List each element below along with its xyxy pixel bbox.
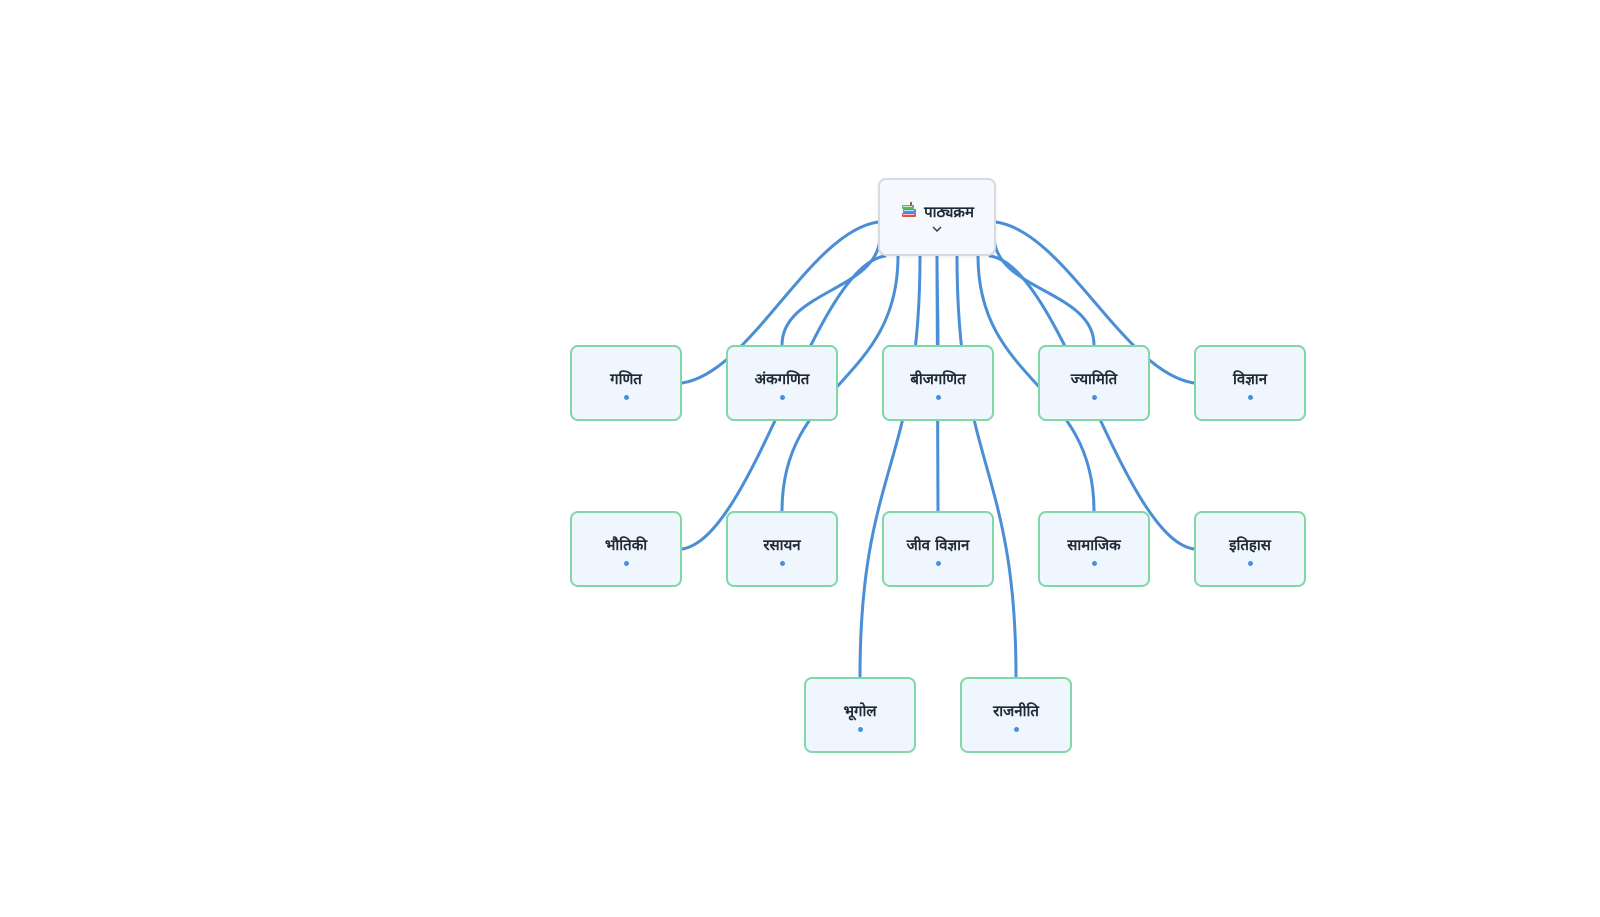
node-label: विज्ञान [1232,369,1268,388]
node-jeevvigyan[interactable]: जीव विज्ञान [882,511,994,587]
node-itihas[interactable]: इतिहास [1194,511,1306,587]
edge-root-ganit [680,220,880,385]
node-bhautiki[interactable]: भौतिकी [570,511,682,587]
node-anchor-dot [779,560,785,566]
edge-root-bhugol [858,254,922,679]
node-label: रसायन [763,535,801,554]
node-label: भौतिकी [604,535,648,554]
node-anchor-dot [857,726,863,732]
chevron-down-icon[interactable] [931,223,943,233]
node-ganit[interactable]: गणित [570,345,682,421]
node-label: राजनीति [993,701,1039,720]
node-anchor-dot [623,394,629,400]
node-label: ज्यामिति [1070,369,1118,388]
node-anchor-dot [779,394,785,400]
node-rajneeti[interactable]: राजनीति [960,677,1072,753]
edge-root-vigyan [994,220,1196,385]
books-icon [900,201,918,223]
node-label: जीव विज्ञान [906,535,970,554]
node-ankganit[interactable]: अंकगणित [726,345,838,421]
node-label: इतिहास [1229,535,1271,554]
node-vigyan[interactable]: विज्ञान [1194,345,1306,421]
node-label: सामाजिक [1067,535,1121,554]
node-label: भूगोल [843,701,877,720]
node-anchor-dot [935,394,941,400]
node-samajik[interactable]: सामाजिक [1038,511,1150,587]
node-rasayan[interactable]: रसायन [726,511,838,587]
node-label: अंकगणित [754,369,810,388]
node-bhugol[interactable]: भूगोल [804,677,916,753]
root-label: पाठ्यक्रम [924,203,974,221]
node-anchor-dot [935,560,941,566]
node-anchor-dot [1247,560,1253,566]
node-jyamiti[interactable]: ज्यामिति [1038,345,1150,421]
node-anchor-dot [1247,394,1253,400]
edge-root-rasayan [780,254,900,513]
node-anchor-dot [1091,560,1097,566]
root-node[interactable]: पाठ्यक्रम [878,178,996,256]
node-label: गणित [610,369,642,388]
node-anchor-dot [1091,394,1097,400]
node-label: बीजगणित [910,369,966,388]
edge-root-ankganit [780,234,882,347]
edge-root-jyamiti [992,234,1096,347]
node-anchor-dot [623,560,629,566]
node-beejganit[interactable]: बीजगणित [882,345,994,421]
node-anchor-dot [1013,726,1019,732]
edge-root-rajneeti [955,254,1018,679]
edge-root-samajik [976,254,1096,513]
